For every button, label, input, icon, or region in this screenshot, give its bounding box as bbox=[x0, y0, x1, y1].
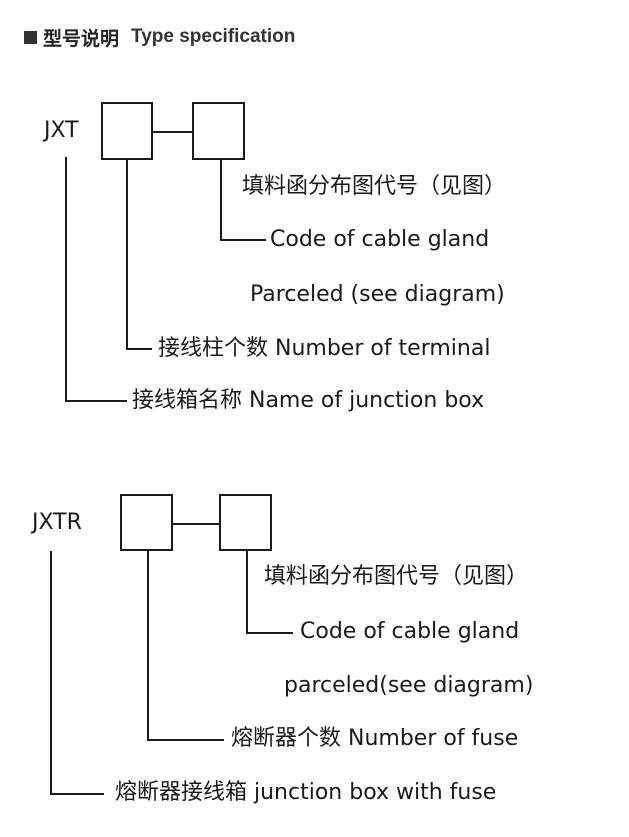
jxtr-leader-name bbox=[50, 551, 104, 795]
jxt-box-2 bbox=[192, 102, 245, 160]
jxt-leader-terminal bbox=[126, 160, 152, 350]
jxt-name-label: 接线箱名称 Name of junction box bbox=[132, 388, 485, 413]
jxtr-code-label: JXTR bbox=[32, 510, 82, 535]
header-title-zh: 型号说明 bbox=[43, 27, 120, 50]
jxt-terminal-label: 接线柱个数 Number of terminal bbox=[158, 336, 491, 361]
jxtr-gland-en-2: parceled(see diagram) bbox=[284, 673, 534, 698]
jxt-gland-en-1: Code of cable gland bbox=[270, 227, 490, 252]
jxtr-box-1 bbox=[120, 494, 173, 551]
jxtr-gland-en-1: Code of cable gland bbox=[300, 619, 520, 644]
square-bullet-icon bbox=[24, 30, 37, 44]
jxtr-leader-fuse bbox=[147, 551, 224, 741]
jxtr-box-2 bbox=[219, 494, 272, 551]
jxt-leader-name bbox=[65, 157, 127, 402]
jxt-code-label: JXT bbox=[44, 118, 79, 143]
jxt-gland-zh: 填料函分布图代号（见图） bbox=[242, 174, 507, 199]
header-title-en: Type specification bbox=[131, 26, 296, 47]
jxt-box-1 bbox=[101, 102, 153, 160]
jxtr-fuse-label: 熔断器个数 Number of fuse bbox=[231, 726, 519, 751]
jxt-gland-en-2: Parceled (see diagram) bbox=[250, 282, 505, 307]
section-header: 型号说明 Type specification bbox=[24, 22, 295, 52]
jxtr-gland-zh: 填料函分布图代号（见图） bbox=[264, 564, 529, 589]
jxtr-name-label: 熔断器接线箱 junction box with fuse bbox=[115, 780, 497, 805]
jxt-leader-gland bbox=[220, 160, 266, 241]
jxtr-leader-gland bbox=[246, 551, 293, 634]
